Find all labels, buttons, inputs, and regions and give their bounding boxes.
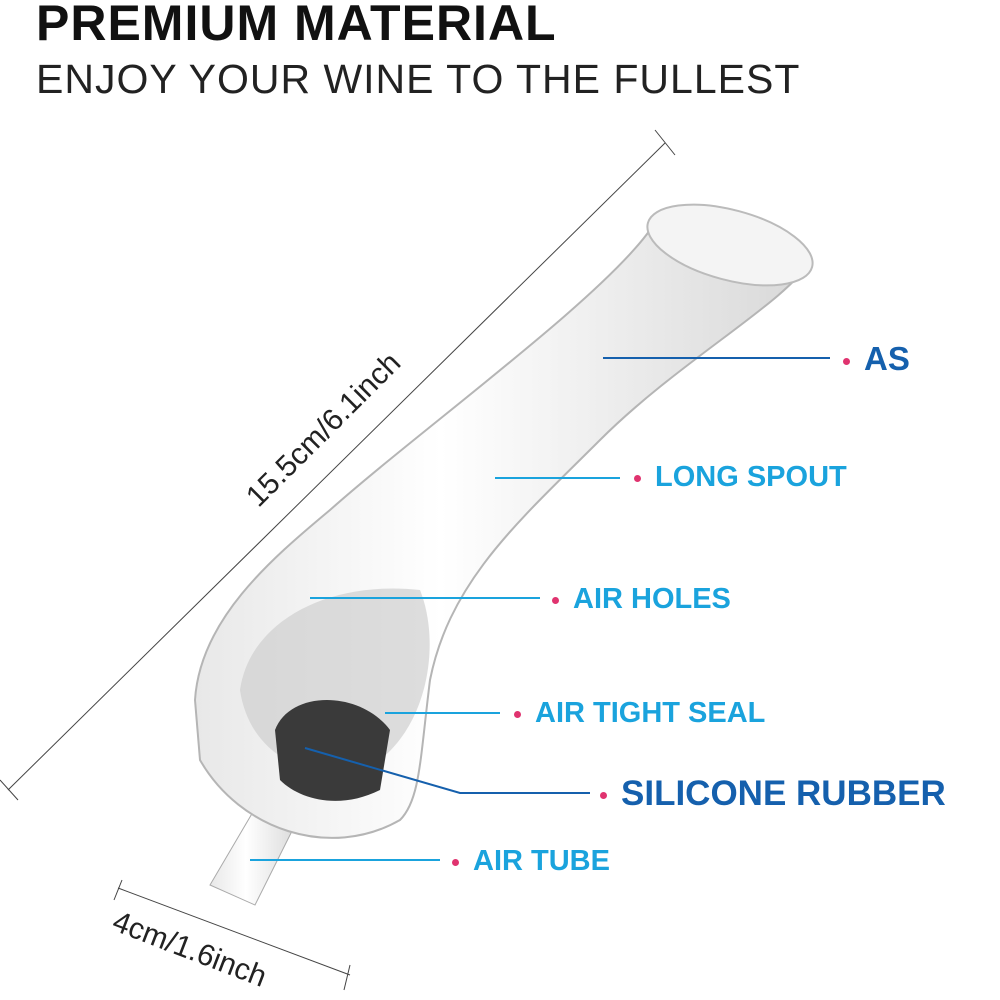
label-text: LONG SPOUT: [655, 461, 847, 493]
dot-icon: [514, 710, 521, 718]
title: PREMIUM MATERIAL: [36, 0, 557, 51]
label-text: SILICONE RUBBER: [621, 774, 946, 813]
label-text: AIR TUBE: [473, 845, 610, 877]
dot-icon: [452, 858, 459, 866]
label-text: AS: [864, 340, 910, 377]
label-long-spout: LONG SPOUT: [634, 461, 847, 494]
spout-opening: [646, 203, 814, 287]
label-air-holes: AIR HOLES: [552, 583, 731, 616]
label-as: AS: [843, 340, 910, 378]
dot-icon: [600, 792, 607, 800]
label-air-tube: AIR TUBE: [452, 845, 610, 878]
leader-line-silicone-rubber: [304, 747, 590, 794]
silicone-seal: [275, 700, 390, 801]
dot-icon: [843, 357, 850, 365]
width-dimension-line: [113, 879, 351, 991]
wine-pourer: [193, 203, 814, 906]
label-silicone-rubber: SILICONE RUBBER: [600, 774, 946, 814]
leader-lines: [250, 357, 830, 861]
dot-icon: [634, 474, 641, 482]
label-text: AIR HOLES: [573, 583, 731, 615]
label-text: AIR TIGHT SEAL: [535, 697, 766, 729]
length-dimension-line: [0, 129, 676, 801]
label-air-tight-seal: AIR TIGHT SEAL: [514, 697, 765, 730]
dot-icon: [552, 596, 559, 604]
subtitle: ENJOY YOUR WINE TO THE FULLEST: [36, 56, 801, 102]
